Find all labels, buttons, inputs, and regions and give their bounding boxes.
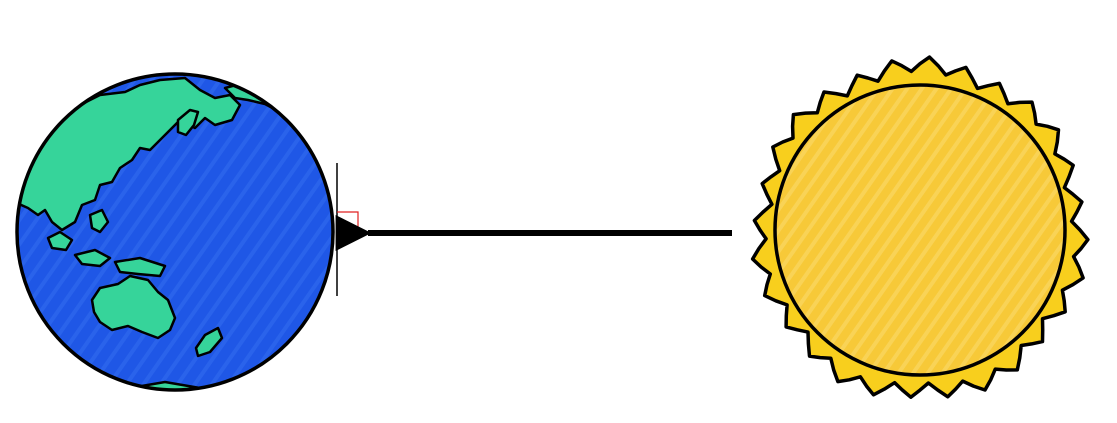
continent-new-zealand (194, 326, 224, 358)
islands-indonesia-2 (88, 208, 110, 234)
sun-icon (750, 55, 1090, 399)
islands-new-guinea (113, 256, 167, 278)
islands-southeast-asia (46, 230, 74, 252)
earth-outline (15, 72, 335, 392)
sun-body (775, 85, 1065, 375)
islands-indonesia-1 (73, 248, 112, 268)
continent-australia (90, 274, 177, 340)
right-angle-marker (337, 211, 359, 233)
continent-japan (176, 108, 200, 137)
earth-icon (15, 72, 335, 392)
sun-outline (773, 83, 1067, 377)
